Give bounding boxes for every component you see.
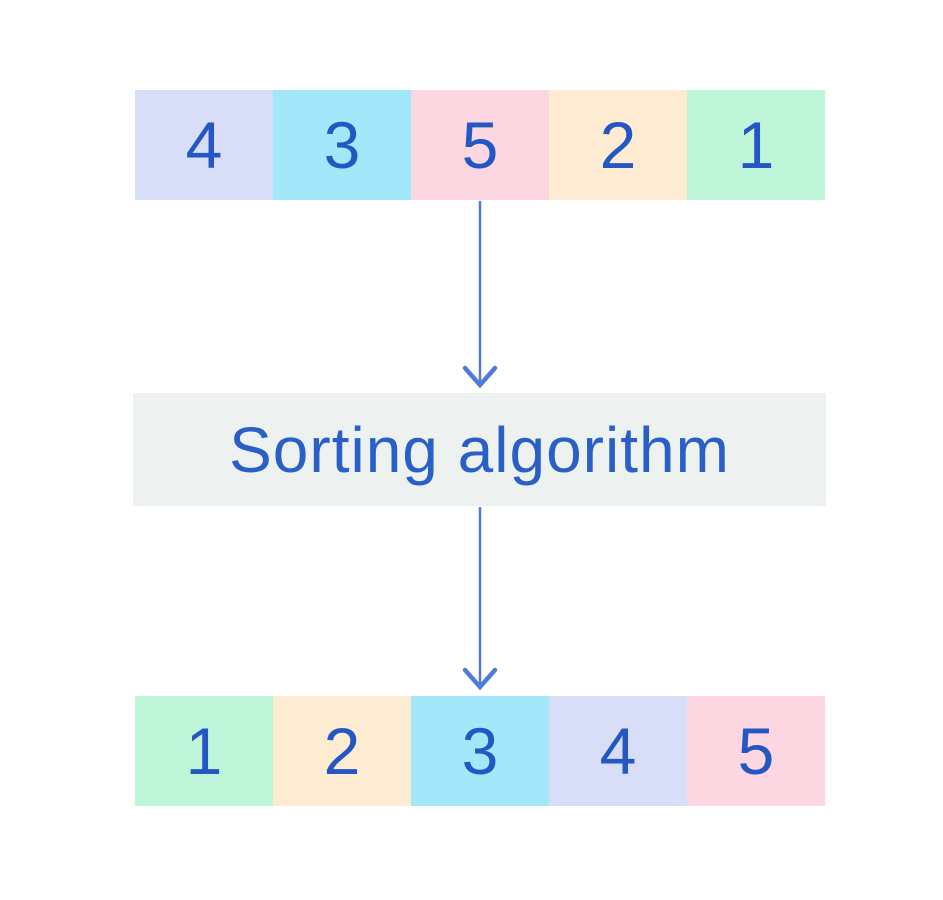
- unsorted-cell-3: 5: [411, 90, 549, 200]
- sorted-array-row: 1 2 3 4 5: [135, 696, 825, 806]
- down-arrow-icon: [456, 201, 504, 391]
- down-arrow-icon: [456, 507, 504, 693]
- process-label: Sorting algorithm: [229, 413, 730, 486]
- unsorted-array-row: 4 3 5 2 1: [135, 90, 825, 200]
- sorted-cell-4: 4: [549, 696, 687, 806]
- sorted-cell-3: 3: [411, 696, 549, 806]
- unsorted-cell-4: 2: [549, 90, 687, 200]
- unsorted-cell-5: 1: [687, 90, 825, 200]
- process-box: Sorting algorithm: [133, 393, 826, 506]
- sorted-cell-5: 5: [687, 696, 825, 806]
- sorted-cell-1: 1: [135, 696, 273, 806]
- unsorted-cell-1: 4: [135, 90, 273, 200]
- unsorted-cell-2: 3: [273, 90, 411, 200]
- sorted-cell-2: 2: [273, 696, 411, 806]
